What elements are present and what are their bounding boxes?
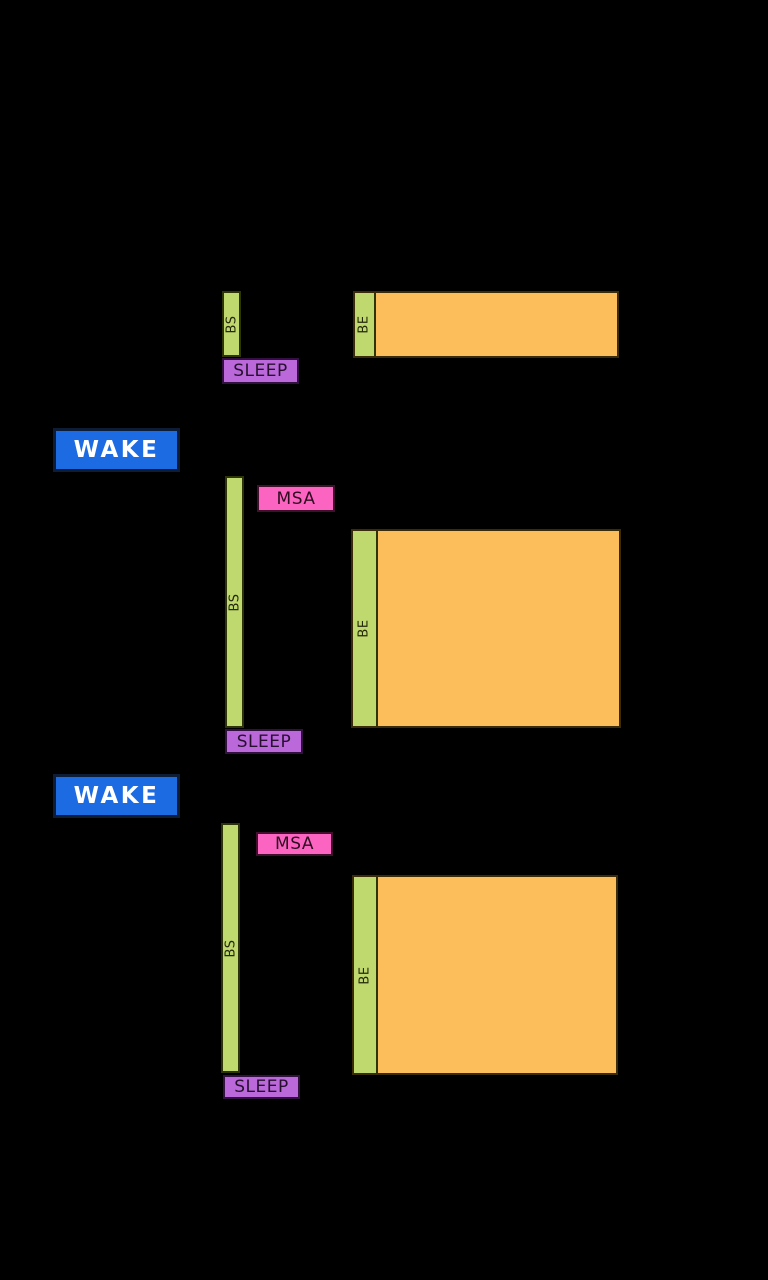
beacon-window: BE bbox=[353, 291, 619, 358]
bs-label: BS bbox=[227, 593, 243, 611]
msa-label: MSA bbox=[275, 834, 314, 854]
sleep-label: SLEEP bbox=[233, 361, 288, 381]
beacon-window: BE bbox=[351, 529, 621, 728]
sleep-box: SLEEP bbox=[223, 1075, 300, 1099]
be-label: BE bbox=[357, 965, 373, 985]
be-bar: BE bbox=[355, 293, 376, 356]
bs-label: BS bbox=[224, 315, 240, 333]
sleep-label: SLEEP bbox=[234, 1077, 289, 1097]
bs-bar: BS bbox=[221, 823, 240, 1073]
bs-label: BS bbox=[223, 939, 239, 957]
be-label: BE bbox=[356, 619, 372, 638]
msa-box: MSA bbox=[257, 485, 335, 512]
msa-box: MSA bbox=[256, 832, 333, 856]
bs-bar: BS bbox=[225, 476, 244, 728]
awake-region bbox=[376, 293, 617, 356]
bs-bar: BS bbox=[222, 291, 241, 357]
wake-button: WAKE bbox=[53, 774, 180, 818]
sleep-label: SLEEP bbox=[236, 731, 292, 752]
wake-label: WAKE bbox=[73, 783, 160, 809]
sleep-box: SLEEP bbox=[225, 729, 303, 754]
be-bar: BE bbox=[354, 877, 378, 1073]
beacon-window: BE bbox=[352, 875, 618, 1075]
be-label: BE bbox=[356, 315, 372, 334]
sleep-box: SLEEP bbox=[222, 358, 299, 384]
awake-region bbox=[378, 877, 616, 1073]
wake-button: WAKE bbox=[53, 428, 180, 472]
awake-region bbox=[378, 531, 619, 726]
wake-label: WAKE bbox=[73, 437, 160, 463]
msa-label: MSA bbox=[276, 488, 316, 509]
be-bar: BE bbox=[353, 531, 378, 726]
